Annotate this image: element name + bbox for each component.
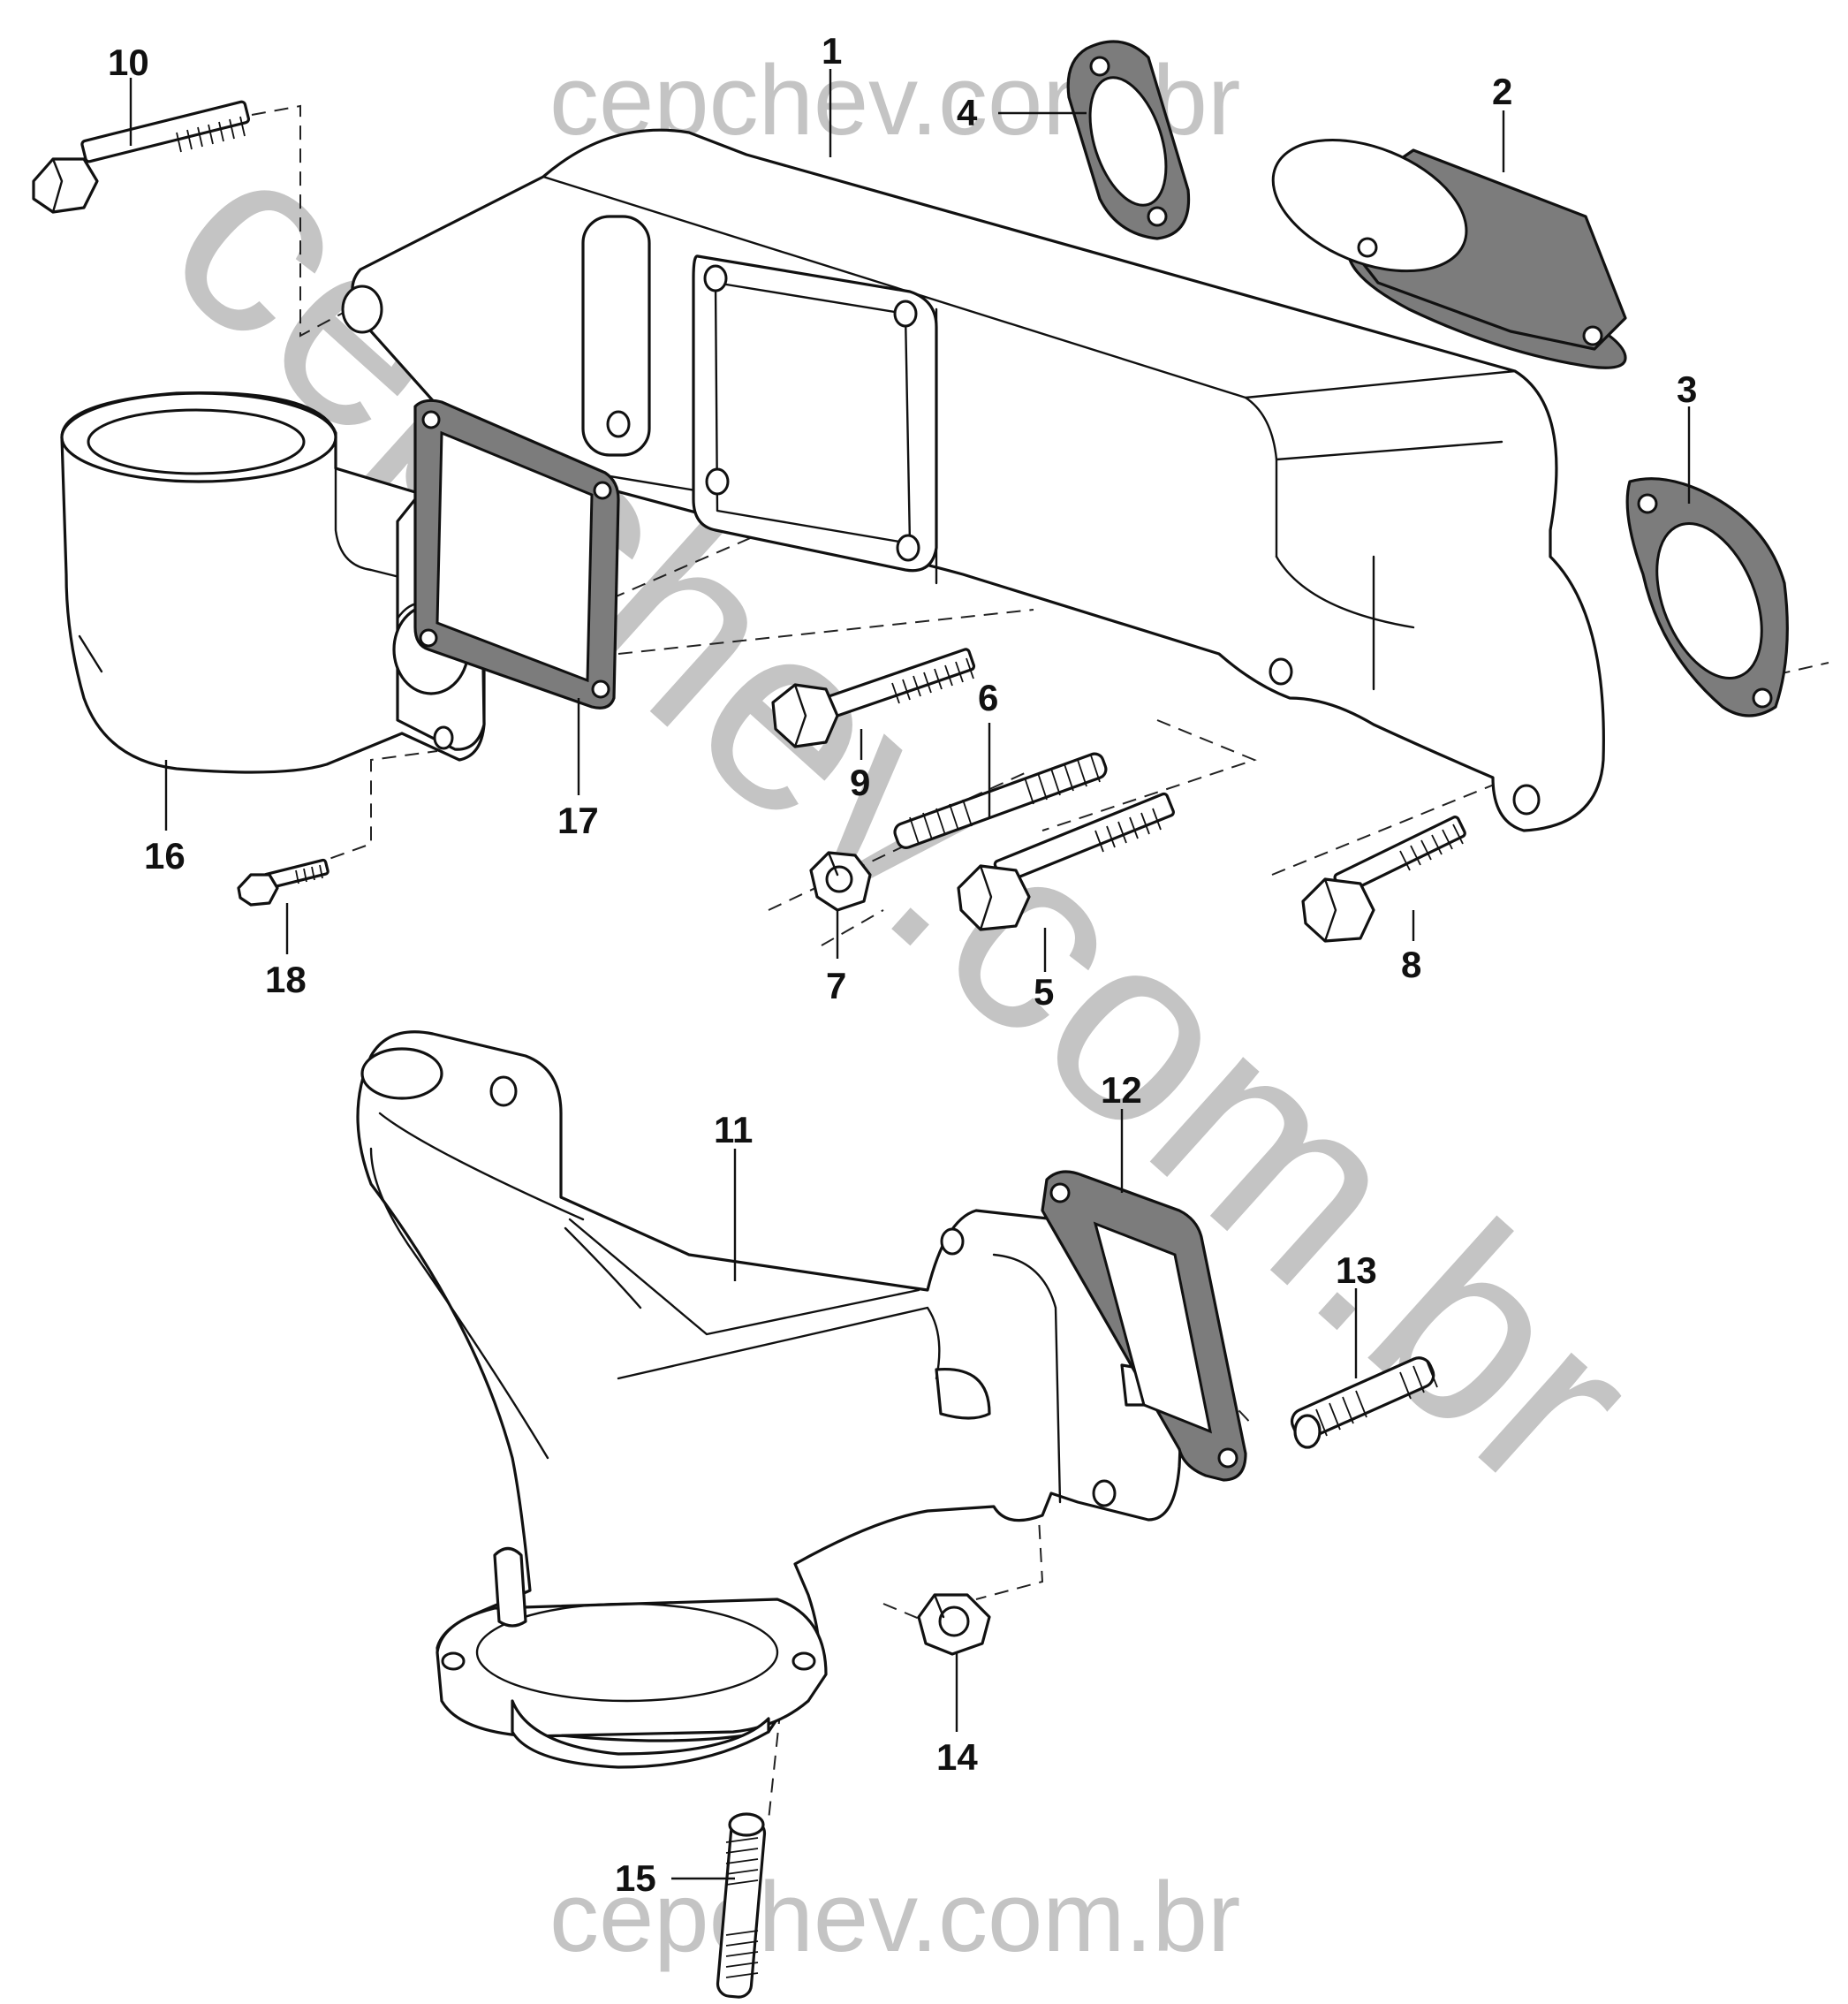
- callout-10: 10: [108, 42, 149, 83]
- callout-2: 2: [1492, 71, 1512, 112]
- stud-part-13: [1290, 1356, 1438, 1449]
- bolt-part-5: [957, 792, 1175, 931]
- watermark-bottom: cepchev.com.br: [549, 1862, 1240, 1972]
- callout-17: 17: [557, 800, 599, 841]
- callout-7: 7: [826, 965, 846, 1006]
- callout-4: 4: [957, 92, 978, 133]
- gasket-part-17: [413, 399, 620, 710]
- y-manifold-part-11: [356, 1030, 1183, 1769]
- callout-1: 1: [822, 30, 842, 72]
- stud-part-6: [893, 752, 1108, 849]
- bolt-part-8: [1301, 816, 1466, 943]
- callout-8: 8: [1401, 944, 1421, 985]
- bolt-part-9: [771, 648, 976, 748]
- callout-11: 11: [714, 1109, 753, 1150]
- callout-9: 9: [850, 762, 870, 803]
- callout-15: 15: [615, 1857, 656, 1899]
- bolt-part-10: [32, 100, 251, 214]
- callout-14: 14: [936, 1736, 978, 1778]
- gasket-part-2: [1271, 138, 1627, 369]
- gasket-part-3: [1625, 477, 1789, 717]
- callout-18: 18: [265, 959, 307, 1000]
- gasket-part-12: [1041, 1170, 1247, 1482]
- callout-6: 6: [978, 677, 998, 718]
- callout-leaders: [129, 69, 1691, 1880]
- bolt-part-18: [237, 858, 329, 907]
- nut-part-14: [917, 1593, 991, 1656]
- nut-part-7: [809, 851, 872, 912]
- callout-labels: 1 2 3 4 5 6 7 8 9 10 11 12 13 14 15 16 1…: [108, 30, 1697, 1899]
- gasket-part-4: [1066, 40, 1191, 240]
- callout-16: 16: [144, 835, 186, 877]
- callout-12: 12: [1101, 1069, 1142, 1111]
- callout-13: 13: [1336, 1249, 1377, 1291]
- manifold-part-1: [341, 128, 1605, 832]
- stud-part-15: [716, 1812, 767, 1999]
- callout-5: 5: [1034, 971, 1054, 1013]
- callout-3: 3: [1677, 368, 1697, 410]
